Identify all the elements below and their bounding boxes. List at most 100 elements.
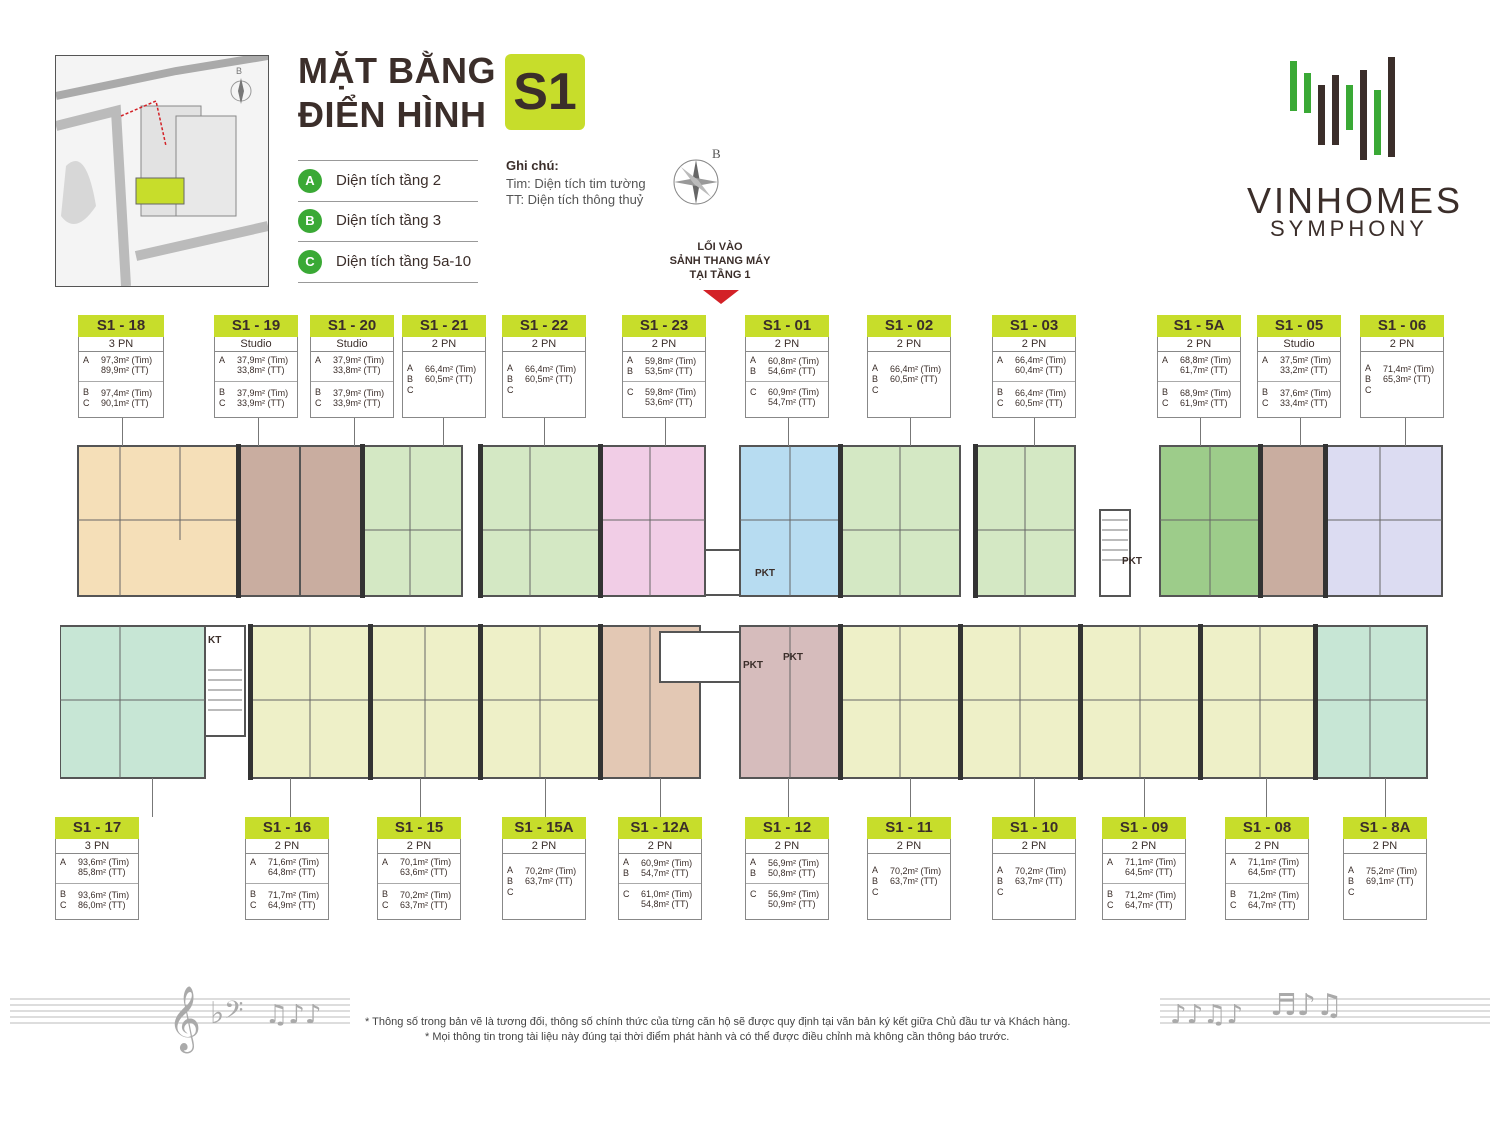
unit-area: 59,8m² (Tim) 53,5m² (TT) bbox=[645, 356, 697, 376]
unit-area: 71,1m² (Tim) 64,5m² (TT) bbox=[1125, 857, 1177, 877]
unit-row-divider bbox=[1103, 883, 1185, 884]
unit-type: 3 PN bbox=[56, 839, 138, 854]
unit-leader-line bbox=[1266, 778, 1267, 817]
unit-floor-letters: A B C bbox=[872, 363, 879, 395]
unit-code: S1 - 23 bbox=[622, 315, 706, 337]
unit-floor-letters: B C bbox=[1230, 889, 1237, 910]
svg-text:♫♪♪: ♫♪♪ bbox=[265, 1000, 322, 1030]
unit-floor-letters: A bbox=[1262, 355, 1269, 365]
unit-type: 2 PN bbox=[619, 839, 701, 854]
plan-label-kt: KT bbox=[208, 635, 222, 646]
unit-floor-letters: A B bbox=[623, 857, 630, 878]
unit-type: 2 PN bbox=[1344, 839, 1426, 854]
unit-code: S1 - 06 bbox=[1360, 315, 1444, 337]
unit-row-divider bbox=[1158, 381, 1240, 382]
unit-area: 61,0m² (Tim) 54,8m² (TT) bbox=[641, 889, 693, 909]
unit-code: S1 - 8A bbox=[1343, 817, 1427, 839]
unit-floor-letters: B C bbox=[315, 387, 322, 408]
unit-code: S1 - 16 bbox=[245, 817, 329, 839]
unit-row-divider bbox=[215, 381, 297, 382]
unit-area: 71,6m² (Tim) 64,8m² (TT) bbox=[268, 857, 320, 877]
brand-subname: SYMPHONY bbox=[1270, 216, 1428, 241]
plan-unit-s1-8a bbox=[1314, 625, 1428, 779]
unit-leader-line bbox=[1144, 778, 1145, 817]
unit-type: 2 PN bbox=[623, 337, 705, 352]
page-title-line2: ĐIỂN HÌNH bbox=[298, 94, 487, 135]
unit-floor-letters: C bbox=[627, 387, 634, 397]
unit-type: 2 PN bbox=[993, 839, 1075, 854]
unit-row-divider bbox=[623, 381, 705, 382]
unit-code: S1 - 22 bbox=[502, 315, 586, 337]
unit-floor-letters: A bbox=[1162, 355, 1169, 365]
unit-leader-line bbox=[544, 418, 545, 446]
unit-row-divider bbox=[1226, 883, 1308, 884]
unit-code: S1 - 18 bbox=[78, 315, 164, 337]
notes-line-tim: Tim: Diện tích tim tường bbox=[506, 176, 646, 191]
svg-text:♬♪♫: ♬♪♫ bbox=[1270, 988, 1343, 1023]
plan-unit-s1-05 bbox=[1259, 445, 1326, 597]
legend-letter-c: C bbox=[298, 250, 322, 274]
unit-floor-letters: A B C bbox=[407, 363, 414, 395]
plan-label-pkt-3: PKT bbox=[743, 660, 763, 671]
legend-label-b: Diện tích tầng 3 bbox=[336, 212, 442, 229]
unit-floor-letters: A B bbox=[750, 857, 757, 878]
unit-floor-letters: B C bbox=[1162, 387, 1169, 408]
unit-code: S1 - 12 bbox=[745, 817, 829, 839]
unit-floor-letters: B C bbox=[382, 889, 389, 910]
unit-code: S1 - 10 bbox=[992, 817, 1076, 839]
unit-floor-letters: A bbox=[219, 355, 226, 365]
compass-icon: B bbox=[668, 146, 728, 215]
unit-type: 2 PN bbox=[868, 839, 950, 854]
unit-floor-letters: A bbox=[1107, 857, 1114, 867]
unit-floor-letters: B C bbox=[250, 889, 257, 910]
brand-name: VINHOMES bbox=[1247, 180, 1464, 221]
unit-type: 2 PN bbox=[403, 337, 485, 352]
floor-plan-drawing bbox=[59, 444, 1445, 780]
unit-area: 37,9m² (Tim) 33,8m² (TT) bbox=[237, 355, 289, 375]
unit-floor-letters: A B C bbox=[997, 865, 1004, 897]
unit-leader-line bbox=[1405, 418, 1406, 446]
unit-type: Studio bbox=[215, 337, 297, 352]
footnote-line2: * Mọi thông tin trong tài liệu này đúng … bbox=[425, 1031, 1010, 1043]
unit-leader-line bbox=[1385, 778, 1386, 817]
unit-floor-letters: B C bbox=[83, 387, 90, 408]
footnote-line1: * Thông số trong bản vẽ là tương đối, th… bbox=[365, 1016, 1071, 1028]
entry-arrow-icon bbox=[703, 290, 739, 304]
unit-leader-line bbox=[122, 418, 123, 446]
unit-code: S1 - 01 bbox=[745, 315, 829, 337]
unit-area: 70,1m² (Tim) 63,6m² (TT) bbox=[400, 857, 452, 877]
unit-code: S1 - 5A bbox=[1157, 315, 1241, 337]
unit-area: 37,9m² (Tim) 33,9m² (TT) bbox=[237, 388, 289, 408]
unit-area: 71,7m² (Tim) 64,9m² (TT) bbox=[268, 890, 320, 910]
entry-label-line3: TẠI TẦNG 1 bbox=[689, 269, 751, 281]
unit-area: 71,1m² (Tim) 64,5m² (TT) bbox=[1248, 857, 1300, 877]
plan-label-pkt-4: PKT bbox=[783, 652, 803, 663]
